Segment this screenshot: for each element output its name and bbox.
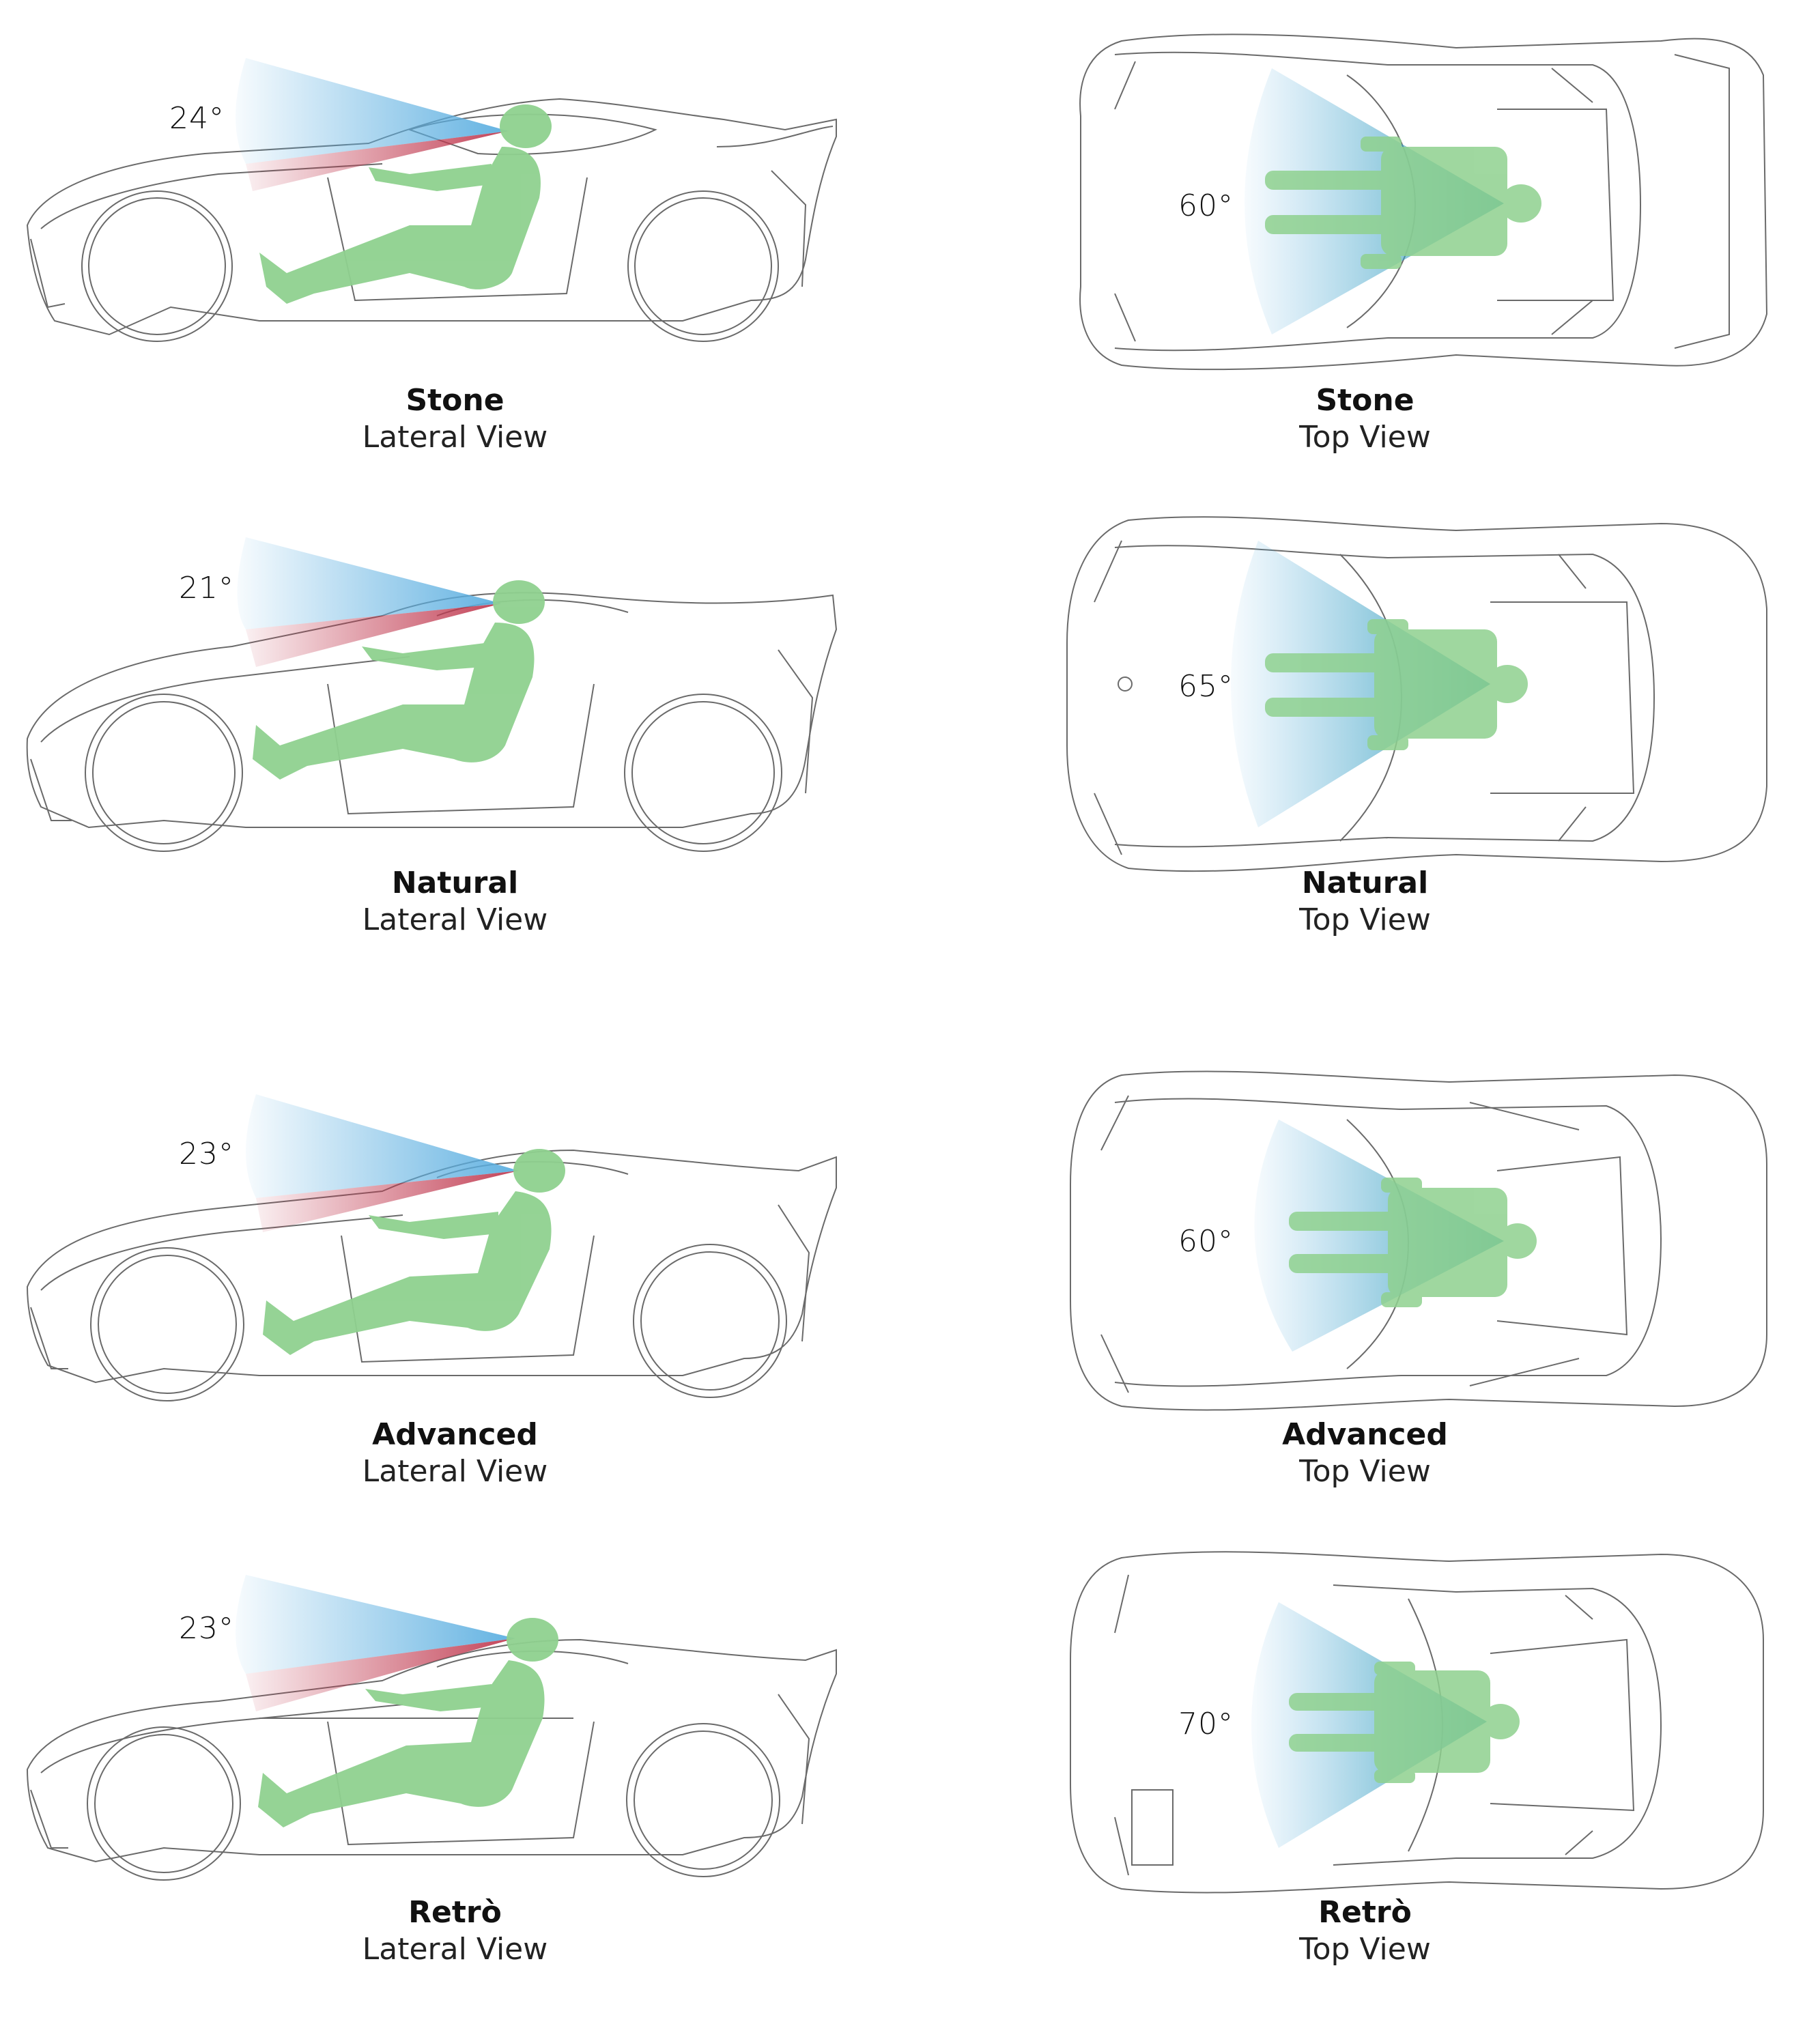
panel-title: Advanced [372, 1417, 538, 1452]
driver-silhouette-icon [253, 580, 545, 780]
panel-title: Natural [1301, 866, 1429, 900]
panel-natural-top: 65° Natural Top View [910, 500, 1820, 999]
field-of-view-cone-icon [1251, 1602, 1487, 1848]
view-angle-label: 24° [169, 101, 225, 136]
panel-stone-top: 60° Stone Top View [910, 0, 1820, 500]
driver-silhouette-icon [1265, 619, 1528, 750]
panel-title: Stone [406, 383, 504, 418]
driver-silhouette-icon [1265, 137, 1541, 269]
view-angle-label: 21° [179, 571, 234, 606]
panel-subtitle: Top View [1299, 1454, 1431, 1489]
driver-silhouette-icon [1289, 1662, 1520, 1783]
panel-title: Retrò [408, 1895, 502, 1930]
car-top-outline-icon [1066, 516, 1767, 872]
field-of-view-cone-icon [1254, 1120, 1504, 1352]
panel-subtitle: Top View [1299, 1932, 1431, 1967]
car-side-outline-icon [26, 537, 838, 852]
panel-advanced-lateral: 23° Advanced Lateral View [0, 1055, 910, 1554]
panel-subtitle: Lateral View [362, 902, 548, 937]
panel-subtitle: Lateral View [362, 420, 548, 455]
panel-advanced-top: 60° Advanced Top View [910, 1055, 1820, 1554]
field-of-view-cone-icon [236, 1575, 515, 1674]
driver-silhouette-icon [259, 104, 552, 304]
driver-silhouette-icon [263, 1149, 565, 1355]
driver-silhouette-icon [258, 1618, 558, 1827]
panel-title: Retrò [1318, 1895, 1412, 1930]
field-of-view-cone-icon [1245, 68, 1504, 334]
field-of-view-cone-icon [237, 537, 502, 629]
panel-title: Advanced [1282, 1417, 1448, 1452]
field-of-view-cone-icon [246, 1094, 519, 1198]
car-side-outline-icon [26, 58, 837, 342]
panel-title: Stone [1316, 383, 1414, 418]
view-angle-label: 60° [1178, 188, 1234, 223]
field-of-view-cone-icon [236, 58, 509, 164]
panel-subtitle: Lateral View [362, 1932, 548, 1967]
driver-silhouette-icon [1289, 1178, 1537, 1307]
car-top-outline-icon [1079, 33, 1768, 371]
car-side-outline-icon [26, 1094, 837, 1401]
panel-natural-lateral: 21° Natural Lateral View [0, 500, 910, 999]
panel-subtitle: Top View [1299, 420, 1431, 455]
view-angle-label: 70° [1178, 1707, 1234, 1741]
view-angle-label: 60° [1178, 1224, 1234, 1259]
view-angle-label: 23° [179, 1611, 234, 1646]
panel-stone-lateral: 24° Stone Lateral View [0, 0, 910, 500]
panel-subtitle: Top View [1299, 902, 1431, 937]
field-of-view-cone-icon [1231, 541, 1490, 827]
car-top-outline-icon [1070, 1551, 1764, 1894]
panel-title: Natural [391, 866, 519, 900]
car-top-outline-icon [1070, 1070, 1767, 1411]
car-side-outline-icon [26, 1575, 837, 1881]
view-angle-label: 65° [1178, 669, 1234, 704]
panel-subtitle: Lateral View [362, 1454, 548, 1489]
view-angle-label: 23° [179, 1137, 234, 1171]
panel-retro-lateral: 23° Retrò Lateral View [0, 1537, 910, 2037]
panel-retro-top: 70° Retrò Top View [910, 1537, 1820, 2037]
